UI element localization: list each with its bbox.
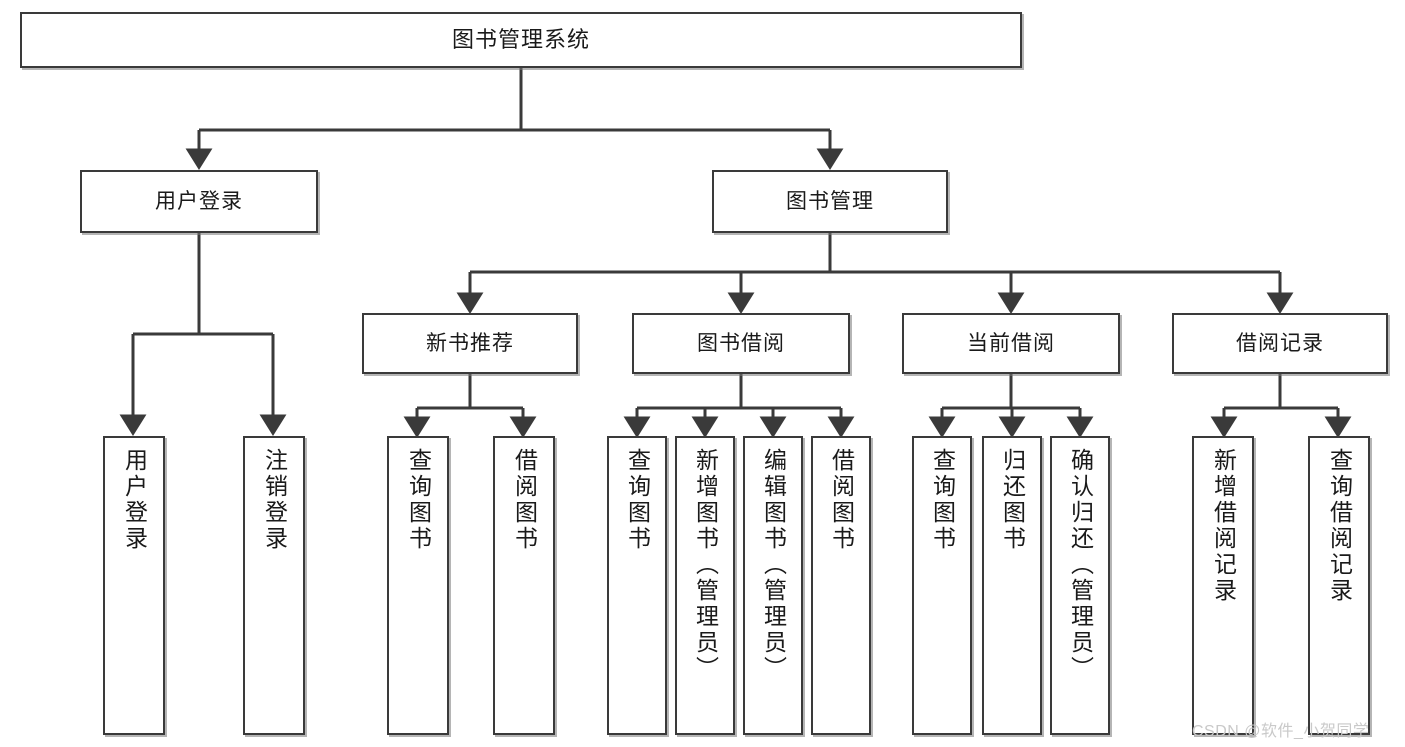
node-borrow-record[interactable]: 借阅记录 [1172, 313, 1388, 374]
node-leaf-return-book[interactable]: 归还图书 [982, 436, 1042, 735]
node-leaf-query-book-3[interactable]: 查询图书 [912, 436, 972, 735]
node-leaf-user-login-label: 用户登录 [121, 448, 148, 552]
connectors [119, 68, 1352, 438]
node-book-borrow-label: 图书借阅 [697, 331, 785, 355]
node-leaf-borrow-book-1[interactable]: 借阅图书 [493, 436, 555, 735]
node-book-manage[interactable]: 图书管理 [712, 170, 948, 233]
node-leaf-query-book-1-label: 查询图书 [405, 448, 432, 552]
node-book-borrow[interactable]: 图书借阅 [632, 313, 850, 374]
node-new-book-recommend-label: 新书推荐 [426, 331, 514, 355]
node-leaf-user-login[interactable]: 用户登录 [103, 436, 165, 735]
node-leaf-borrow-book-1-label: 借阅图书 [511, 448, 538, 552]
node-current-borrow-label: 当前借阅 [967, 331, 1055, 355]
node-user-login[interactable]: 用户登录 [80, 170, 318, 233]
node-leaf-query-record-label: 查询借阅记录 [1326, 448, 1353, 604]
node-leaf-borrow-book-2[interactable]: 借阅图书 [811, 436, 871, 735]
node-leaf-query-book-2[interactable]: 查询图书 [607, 436, 667, 735]
node-leaf-user-logout[interactable]: 注销登录 [243, 436, 305, 735]
node-book-manage-label: 图书管理 [786, 189, 874, 213]
node-leaf-borrow-book-2-label: 借阅图书 [828, 448, 855, 552]
node-leaf-query-book-3-label: 查询图书 [929, 448, 956, 552]
node-leaf-add-book[interactable]: 新增图书（管理员） [675, 436, 735, 735]
node-leaf-query-record[interactable]: 查询借阅记录 [1308, 436, 1370, 735]
node-leaf-confirm-return[interactable]: 确认归还（管理员） [1050, 436, 1110, 735]
node-leaf-edit-book-label: 编辑图书（管理员） [760, 448, 787, 682]
node-leaf-add-book-label: 新增图书（管理员） [692, 448, 719, 682]
node-leaf-query-book-1[interactable]: 查询图书 [387, 436, 449, 735]
watermark: CSDN @软件_小贺同学 [1192, 723, 1370, 740]
node-user-login-label: 用户登录 [155, 189, 243, 213]
node-leaf-add-record[interactable]: 新增借阅记录 [1192, 436, 1254, 735]
node-borrow-record-label: 借阅记录 [1236, 331, 1324, 355]
node-current-borrow[interactable]: 当前借阅 [902, 313, 1120, 374]
node-leaf-return-book-label: 归还图书 [999, 448, 1026, 552]
node-leaf-user-logout-label: 注销登录 [261, 448, 288, 552]
node-root-label: 图书管理系统 [451, 26, 590, 52]
node-leaf-edit-book[interactable]: 编辑图书（管理员） [743, 436, 803, 735]
node-new-book-recommend[interactable]: 新书推荐 [362, 313, 578, 374]
node-leaf-confirm-return-label: 确认归还（管理员） [1067, 448, 1094, 682]
node-leaf-query-book-2-label: 查询图书 [624, 448, 651, 552]
node-leaf-add-record-label: 新增借阅记录 [1210, 448, 1237, 604]
node-root[interactable]: 图书管理系统 [20, 12, 1022, 68]
